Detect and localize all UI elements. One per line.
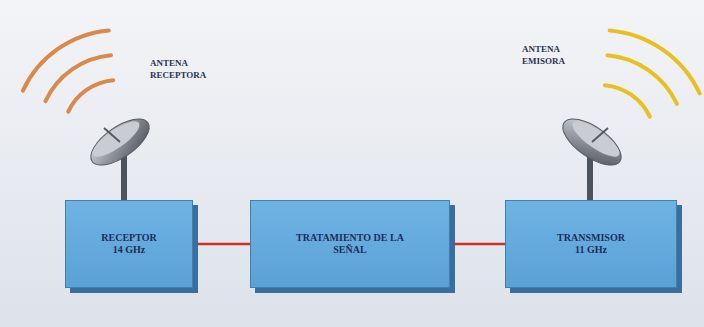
signal-line: [193, 243, 250, 246]
antenna-label: ANTENA RECEPTORA: [150, 58, 230, 81]
process-box: TRATAMIENTO DE LA SEÑAL: [250, 200, 450, 288]
box-text: 14 GHz: [113, 244, 146, 257]
process-box: RECEPTOR14 GHz: [65, 200, 193, 288]
box-text: TRANSMISOR: [557, 232, 625, 245]
emitting-antenna: [556, 110, 629, 202]
box-text: RECEPTOR: [101, 232, 156, 245]
box-text: 11 GHz: [575, 244, 607, 257]
signal-line: [450, 243, 505, 246]
received-waves: [23, 30, 113, 111]
receiving-antenna: [84, 110, 157, 202]
emitted-waves: [605, 30, 700, 116]
antenna-label: ANTENA EMISORA: [522, 44, 594, 67]
box-text: TRATAMIENTO DE LA SEÑAL: [290, 232, 410, 257]
process-box: TRANSMISOR11 GHz: [505, 200, 677, 288]
